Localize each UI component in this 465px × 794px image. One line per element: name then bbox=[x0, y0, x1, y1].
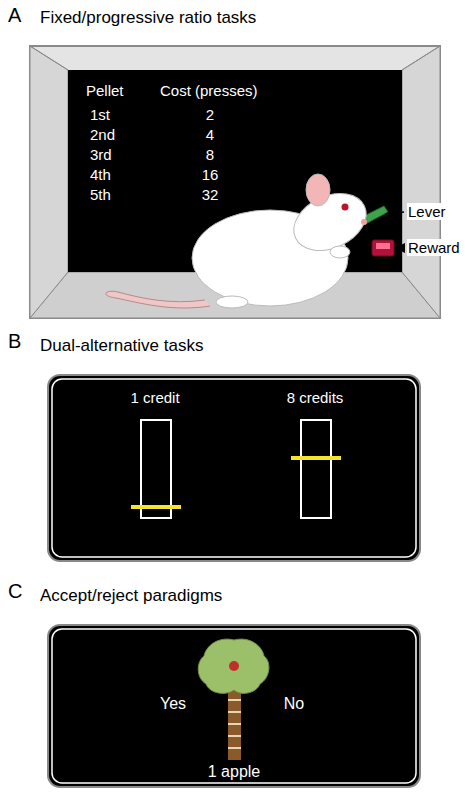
panel-title: Fixed/progressive ratio tasks bbox=[40, 8, 256, 28]
panel-letter: B bbox=[8, 330, 21, 353]
screen-text: 32 bbox=[202, 186, 219, 203]
cage-edge bbox=[402, 46, 440, 70]
screen-text: 5th bbox=[90, 186, 111, 203]
cage-frame bbox=[30, 46, 440, 318]
panel-title: Dual-alternative tasks bbox=[40, 336, 203, 356]
screen-text: 4 bbox=[206, 126, 214, 143]
reward-pellet bbox=[376, 243, 390, 249]
panel-letter: C bbox=[8, 580, 22, 603]
cage-edge bbox=[30, 46, 68, 70]
screen-text: 1 credit bbox=[130, 389, 179, 406]
ratio-screen: Pellet Cost (presses) 1st 2 2nd 4 3rd 8 4th 16 5th… bbox=[68, 70, 402, 272]
screen-text: No bbox=[284, 695, 304, 713]
rat-nose bbox=[361, 219, 367, 225]
screen-text: 2nd bbox=[90, 126, 115, 143]
rat-eye bbox=[342, 204, 349, 211]
screen-text: 4th bbox=[90, 166, 111, 183]
screen-border bbox=[52, 379, 416, 557]
rat-tail bbox=[106, 291, 210, 308]
leader-line bbox=[386, 212, 404, 214]
cage-wall bbox=[402, 46, 440, 318]
screen-text: 8 credits bbox=[287, 389, 344, 406]
bar-outline bbox=[301, 420, 331, 518]
screen-text: Yes bbox=[160, 695, 186, 713]
tree-trunk bbox=[228, 688, 241, 760]
screen-c bbox=[48, 625, 420, 787]
screen-text: 8 bbox=[206, 146, 214, 163]
screen-text: 16 bbox=[202, 166, 219, 183]
choice-screen: 1 credit 8 credits bbox=[48, 375, 420, 561]
screen-border bbox=[52, 629, 416, 783]
screen-b bbox=[48, 375, 420, 561]
effort-marker bbox=[131, 505, 181, 509]
tree-canopy bbox=[198, 639, 269, 693]
accept-screen: Yes No 1 apple bbox=[48, 625, 420, 787]
rat-paw bbox=[330, 246, 350, 258]
screen-text: Pellet bbox=[86, 82, 124, 99]
screen-text: 2 bbox=[206, 106, 214, 123]
callout-label: Lever bbox=[407, 203, 447, 220]
screen-text: 1st bbox=[90, 106, 110, 123]
trunk-marks bbox=[228, 700, 241, 748]
screen-text: 3rd bbox=[90, 146, 112, 163]
apple bbox=[229, 661, 239, 671]
cage-wall bbox=[30, 46, 68, 318]
rat-foot bbox=[216, 296, 248, 308]
bar-outline bbox=[141, 420, 171, 518]
panel-title: Accept/reject paradigms bbox=[40, 586, 222, 606]
leader-line bbox=[396, 247, 404, 249]
effort-marker bbox=[291, 456, 341, 460]
screen-text: 1 apple bbox=[208, 763, 261, 781]
reward-tray bbox=[372, 240, 394, 256]
panel-letter: A bbox=[8, 4, 21, 27]
screen-text: Cost (presses) bbox=[160, 82, 258, 99]
callout-label: Reward bbox=[407, 239, 461, 256]
rat-ear bbox=[306, 174, 330, 206]
